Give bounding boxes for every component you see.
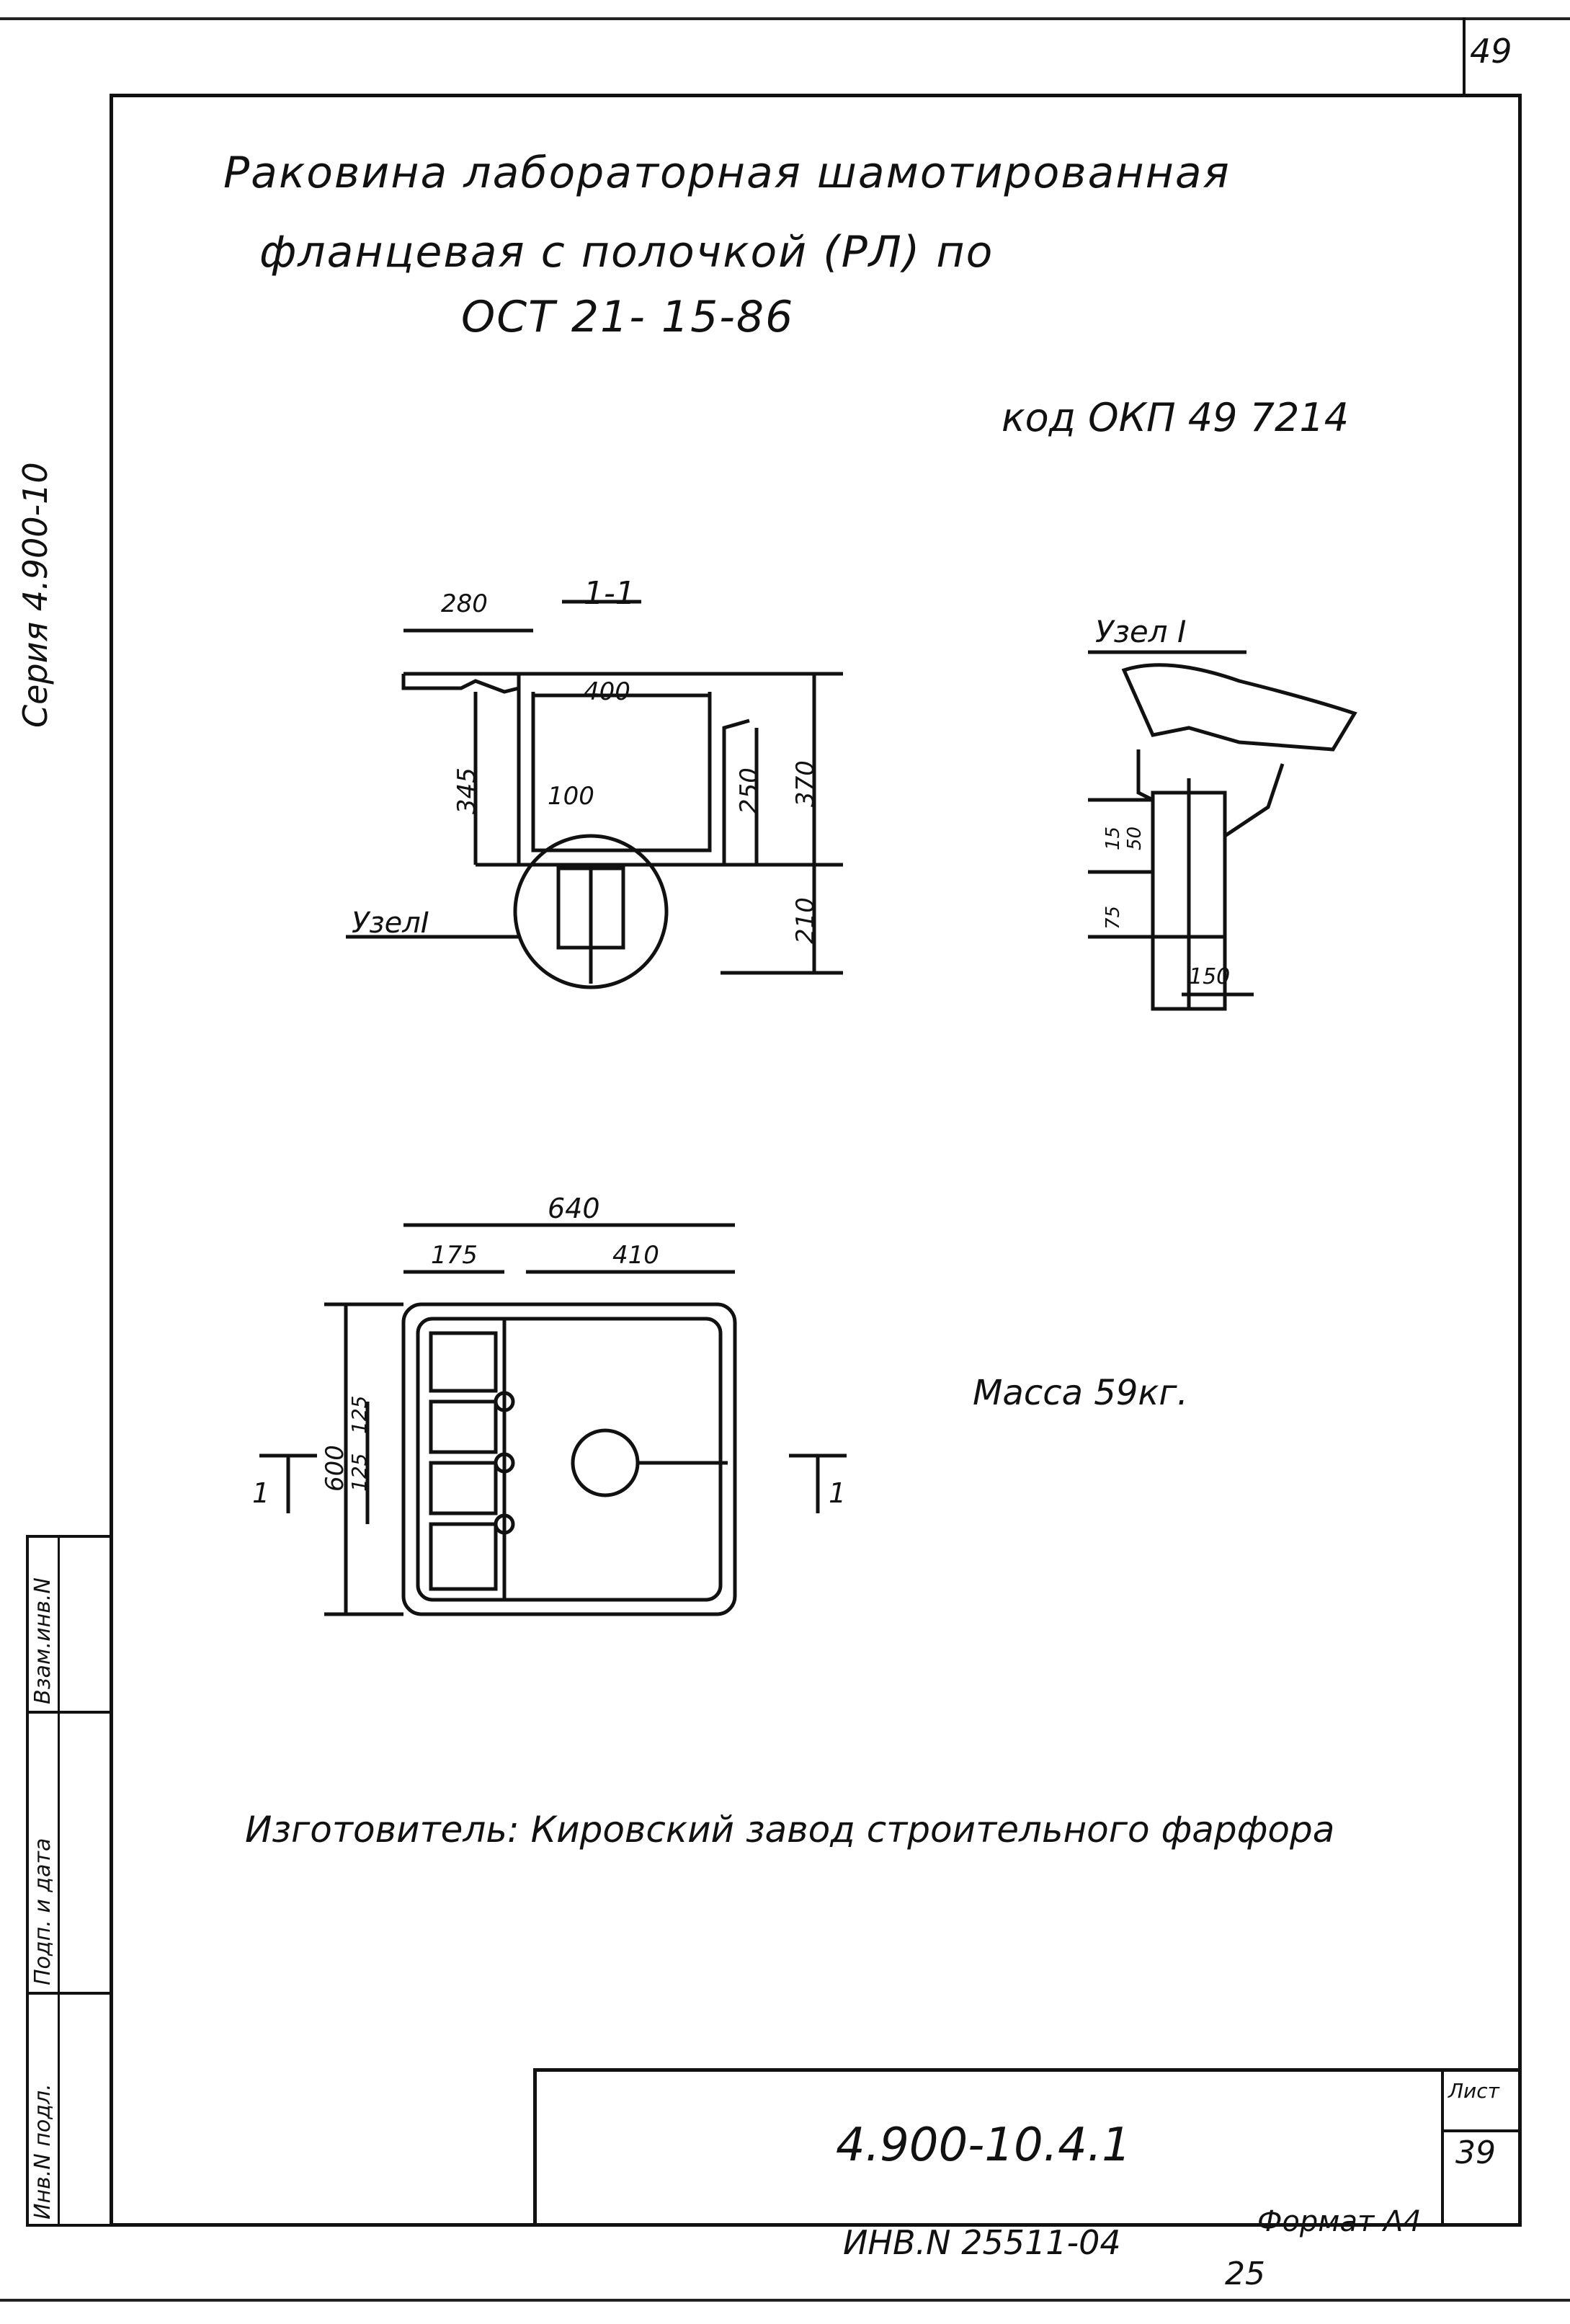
sink-outline: [401, 1302, 737, 1616]
sheet-number-box: [1463, 17, 1556, 94]
hole-3: [494, 1513, 515, 1535]
shelf-cell-2: [429, 1399, 498, 1454]
dim-210: 210: [791, 897, 820, 944]
drain-grate: [571, 1428, 640, 1497]
detail-label: Узел I: [1095, 614, 1187, 649]
detail-dim-50: 50: [1124, 826, 1146, 850]
side-strip-inner-line: [58, 1538, 60, 2224]
title-line-1: Раковина лабораторная шамотированная: [223, 148, 1231, 198]
sheet-value: 39: [1455, 2134, 1496, 2171]
title-block-sheet-divider: [1444, 2129, 1522, 2132]
dim-370: 370: [791, 760, 820, 807]
inventory-number: ИНВ.N 25511-04: [843, 2223, 1121, 2262]
shelf-cell-3: [429, 1461, 498, 1515]
shelf-cell-1: [429, 1331, 498, 1393]
bowl-outline: [517, 674, 750, 867]
drawing-frame: [110, 94, 1522, 2227]
cut-label-right: 1: [829, 1477, 847, 1509]
section-label: 1-1: [584, 575, 635, 612]
dim-125-a: 125: [347, 1453, 371, 1492]
side-label-replace-inv: Взам.инв.N: [30, 1577, 55, 1704]
node-circle: [513, 834, 669, 989]
side-cell-divider-1: [29, 1711, 111, 1714]
node-label: УзелI: [352, 907, 429, 940]
sheet-label: Лист: [1448, 2079, 1499, 2103]
side-stamp-strip: [26, 1535, 111, 2227]
side-label-original-inv: Инв.N подл.: [30, 2083, 55, 2220]
section-view: [346, 600, 843, 989]
dim-100: 100: [548, 782, 594, 811]
plan-view: [259, 1223, 847, 1616]
bottom-border-line: [0, 2299, 1570, 2302]
dim-410: 410: [612, 1241, 659, 1270]
detail-view: [1088, 650, 1357, 1011]
title-line-2: фланцевая с полочкой (РЛ) по: [259, 227, 994, 277]
dim-400: 400: [584, 677, 630, 706]
cut-label-left: 1: [252, 1477, 270, 1509]
flange-shelf: [401, 674, 519, 694]
title-block-sheet-cell: [1441, 2072, 1522, 2227]
dim-600: 600: [321, 1445, 349, 1492]
detail-dim-15: 15: [1102, 826, 1124, 850]
copy-number: 25: [1225, 2256, 1265, 2292]
title-line-3: ОСТ 21- 15-86: [461, 292, 795, 342]
side-label-signature-date: Подп. и дата: [30, 1838, 55, 1985]
format-label: Формат А4: [1257, 2205, 1422, 2238]
hole-2: [494, 1452, 515, 1474]
dim-250: 250: [735, 767, 764, 814]
sheet-number: 49: [1470, 32, 1512, 71]
top-border-line: [0, 17, 1570, 20]
detail-dim-75: 75: [1102, 905, 1124, 930]
dim-175: 175: [431, 1241, 478, 1270]
okp-code: код ОКП 49 7214: [1002, 395, 1350, 440]
dim-125-b: 125: [347, 1395, 371, 1434]
bowl-inner: [531, 692, 712, 852]
mass-label: Масса 59кг.: [973, 1373, 1188, 1413]
title-block: [533, 2068, 1522, 2227]
shelf-cell-4: [429, 1522, 498, 1591]
detail-body: [1121, 663, 1357, 752]
hole-1: [494, 1391, 515, 1412]
dim-345: 345: [452, 767, 481, 814]
drawing-designation: 4.900-10.4.1: [836, 2119, 1131, 2172]
sink-inner: [416, 1317, 723, 1602]
detail-dim-150: 150: [1189, 964, 1231, 989]
manufacturer-label: Изготовитель: Кировский завод строительн…: [245, 1809, 1335, 1851]
dim-640: 640: [548, 1193, 600, 1224]
dim-280: 280: [441, 589, 488, 618]
side-cell-divider-2: [29, 1992, 111, 1995]
